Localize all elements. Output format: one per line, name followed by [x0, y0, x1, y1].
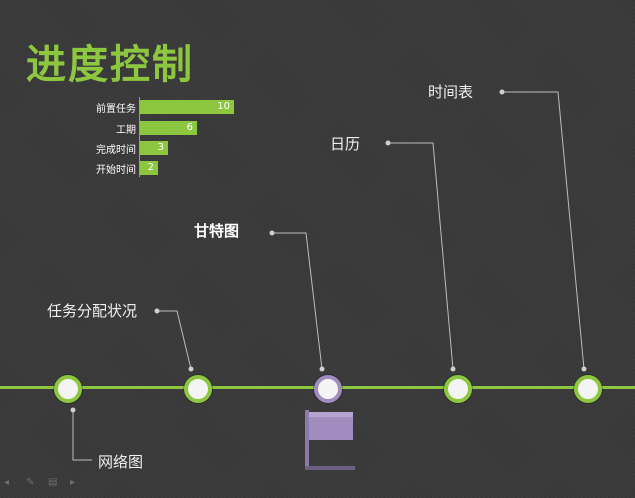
timeline-label-schedule: 时间表	[428, 83, 474, 101]
timeline-node[interactable]	[574, 375, 602, 403]
bar-value: 10	[217, 101, 230, 112]
bar-value: 3	[157, 142, 164, 153]
slide-nav: ◂ ✎ ▤ ▸	[4, 478, 84, 488]
forward-arrow-icon[interactable]: ▸	[70, 477, 76, 488]
bar-label: 工期	[116, 124, 136, 136]
bar-value: 2	[147, 162, 154, 173]
bar: 3	[140, 141, 168, 155]
bar-label: 完成时间	[96, 144, 136, 156]
bar-label: 前置任务	[96, 103, 136, 115]
timeline-node[interactable]	[184, 375, 212, 403]
back-arrow-icon[interactable]: ◂	[4, 477, 10, 488]
bar-value: 6	[186, 122, 193, 133]
menu-icon[interactable]: ▤	[48, 477, 58, 488]
timeline-label-calendar: 日历	[330, 135, 361, 153]
timeline-label-network: 网络图	[98, 453, 144, 471]
timeline-node[interactable]	[54, 375, 82, 403]
timeline-label-gantt: 甘特图	[194, 222, 240, 240]
timeline-node[interactable]	[444, 375, 472, 403]
flag-icon	[305, 410, 355, 470]
bar-label: 开始时间	[96, 164, 136, 176]
bar: 10	[140, 100, 234, 114]
pen-icon[interactable]: ✎	[26, 477, 35, 488]
bar: 2	[140, 161, 158, 175]
page-title: 进度控制	[26, 42, 194, 88]
timeline-label-assignment: 任务分配状况	[47, 302, 138, 320]
timeline-node-active[interactable]	[314, 375, 342, 403]
bar: 6	[140, 121, 197, 135]
bar-chart-axis	[139, 97, 140, 177]
